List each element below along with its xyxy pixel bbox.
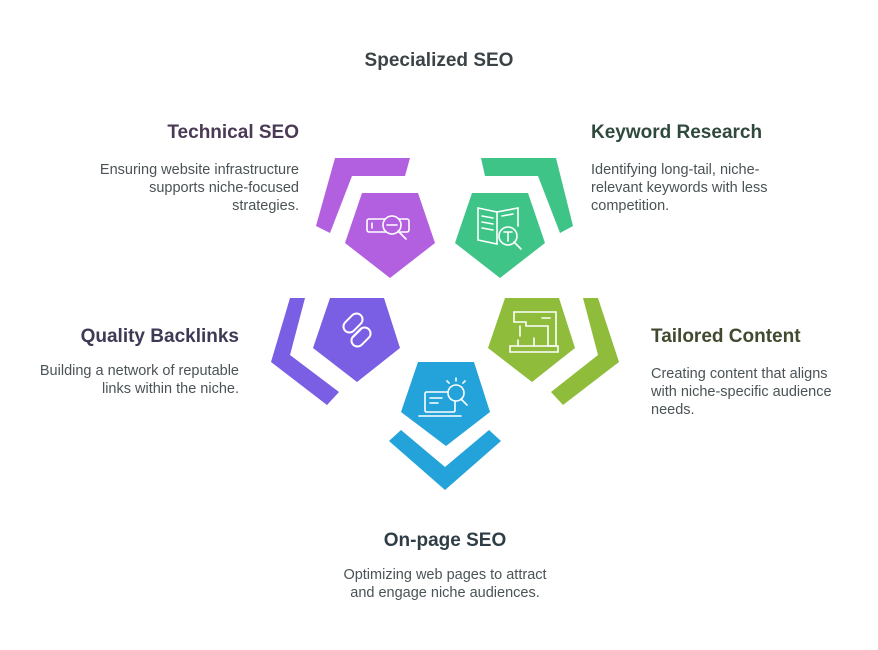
- book-search-icon: [477, 207, 522, 250]
- keyword-research-outer-band: [481, 158, 573, 233]
- quality-backlinks-heading: Quality Backlinks: [80, 326, 239, 347]
- laptop-search-icon: [418, 377, 468, 417]
- keyword-research-desc-line: relevant keywords with less: [591, 180, 768, 196]
- tailored-content-pentagon: [488, 298, 575, 382]
- keyword-research-description: Identifying long-tail, niche- relevant k…: [591, 161, 851, 215]
- tailored-content-segment: [488, 298, 619, 405]
- on-page-seo-description: Optimizing web pages to attract and enga…: [295, 566, 595, 602]
- quality-backlinks-desc-line: links within the niche.: [101, 381, 239, 397]
- technical-seo-outer-band: [316, 158, 410, 233]
- technical-seo-description: Ensuring website infrastructure supports…: [60, 161, 299, 215]
- quality-backlinks-segment: [271, 298, 400, 405]
- tailored-content-heading: Tailored Content: [651, 326, 801, 347]
- on-page-seo-desc-line: and engage niche audiences.: [350, 585, 540, 601]
- technical-seo-desc-line: Ensuring website infrastructure: [99, 162, 299, 178]
- technical-seo-pentagon: [345, 193, 435, 278]
- quality-backlinks-pentagon: [313, 298, 400, 382]
- tailored-content-desc-line: with niche-specific audience: [651, 384, 832, 400]
- on-page-seo-heading: On-page SEO: [383, 530, 507, 551]
- technical-seo-desc-line: supports niche-focused: [149, 180, 299, 196]
- tailored-content-outer-band: [551, 298, 619, 405]
- on-page-seo-segment: [389, 362, 501, 490]
- on-page-seo-outer-band: [389, 430, 501, 490]
- keyword-research-segment: [455, 158, 573, 278]
- technical-seo-segment: [316, 158, 435, 278]
- diagram-title: Specialized SEO: [364, 50, 514, 71]
- quality-backlinks-description: Building a network of reputable links wi…: [10, 362, 239, 398]
- quality-backlinks-desc-line: Building a network of reputable: [39, 363, 239, 379]
- on-page-seo-desc-line: Optimizing web pages to attract: [343, 567, 547, 583]
- link-icon: [342, 312, 372, 348]
- keyword-research-desc-line: Identifying long-tail, niche-: [591, 162, 760, 178]
- technical-seo-desc-line: strategies.: [232, 198, 299, 214]
- tailored-content-description: Creating content that aligns with niche-…: [651, 365, 871, 419]
- sewing-machine-icon: [509, 311, 559, 353]
- keyword-research-heading: Keyword Research: [591, 122, 763, 143]
- quality-backlinks-outer-band: [271, 298, 339, 405]
- tailored-content-desc-line: Creating content that aligns: [651, 366, 828, 382]
- keyword-research-desc-line: competition.: [591, 198, 670, 214]
- technical-seo-heading: Technical SEO: [167, 122, 299, 143]
- tailored-content-desc-line: needs.: [651, 402, 695, 418]
- on-page-seo-pentagon: [401, 362, 490, 446]
- browser-search-icon: [366, 215, 410, 240]
